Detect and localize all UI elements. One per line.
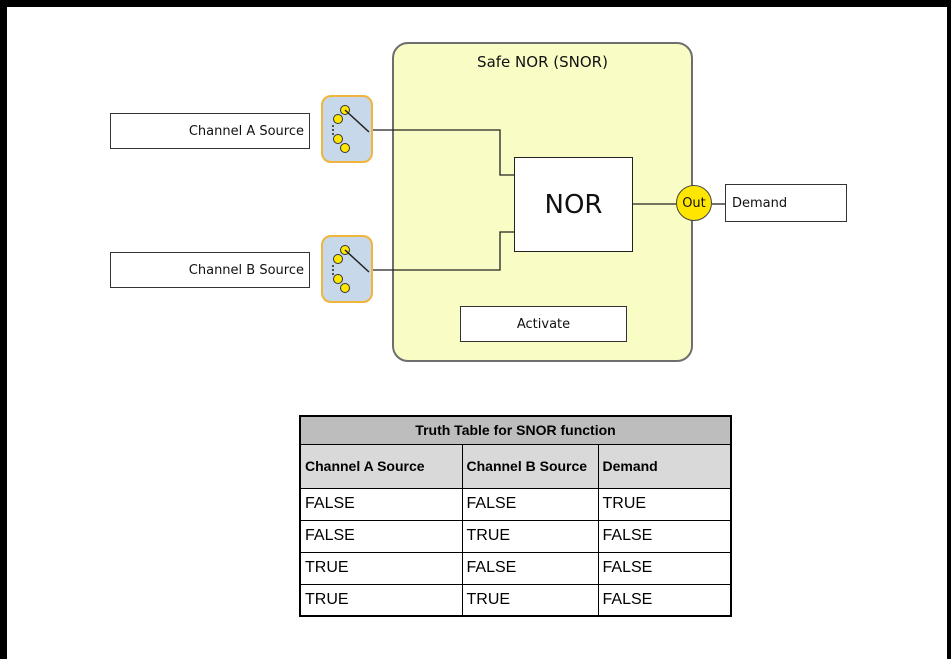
- truth-table-caption: Truth Table for SNOR function: [299, 415, 732, 445]
- table-cell: FALSE: [461, 551, 599, 585]
- table-cell: TRUE: [299, 583, 463, 617]
- table-cell: TRUE: [597, 487, 732, 521]
- table-cell: FALSE: [597, 583, 732, 617]
- nor-gate[interactable]: NOR: [514, 157, 633, 252]
- wire-channel-b: [369, 231, 514, 271]
- table-row: FALSE FALSE TRUE: [299, 487, 732, 521]
- channel-b-source-box[interactable]: Channel B Source: [110, 252, 310, 288]
- table-row: FALSE TRUE FALSE: [299, 519, 732, 553]
- channel-a-switch-icon[interactable]: [321, 95, 373, 163]
- demand-output-box[interactable]: Demand: [725, 184, 847, 222]
- activate-box[interactable]: Activate: [460, 306, 627, 342]
- table-cell: FALSE: [299, 519, 463, 553]
- table-cell: TRUE: [461, 583, 599, 617]
- table-cell: FALSE: [461, 487, 599, 521]
- table-cell: FALSE: [299, 487, 463, 521]
- column-header-demand: Demand: [597, 443, 732, 489]
- table-cell: TRUE: [299, 551, 463, 585]
- table-cell: TRUE: [461, 519, 599, 553]
- table-cell: FALSE: [597, 519, 732, 553]
- block-title: Safe NOR (SNOR): [477, 53, 608, 71]
- channel-a-source-box[interactable]: Channel A Source: [110, 113, 310, 149]
- column-header-channel-b: Channel B Source: [461, 443, 599, 489]
- table-row: TRUE TRUE FALSE: [299, 583, 732, 617]
- channel-b-switch-icon[interactable]: [321, 235, 373, 303]
- column-header-channel-a: Channel A Source: [299, 443, 463, 489]
- truth-table: Truth Table for SNOR function Channel A …: [299, 415, 732, 617]
- table-cell: FALSE: [597, 551, 732, 585]
- wire-channel-a: [369, 129, 514, 176]
- output-port[interactable]: Out: [676, 185, 712, 221]
- table-row: TRUE FALSE FALSE: [299, 551, 732, 585]
